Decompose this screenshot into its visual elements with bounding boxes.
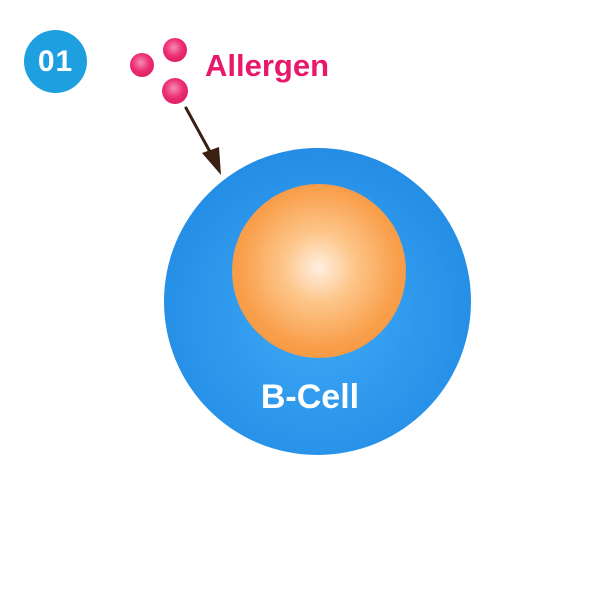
allergen-particle xyxy=(162,78,188,104)
allergen-particle xyxy=(130,53,154,77)
allergen-label: Allergen xyxy=(205,48,330,83)
step-badge: 01 xyxy=(24,30,87,93)
allergen-particle xyxy=(163,38,187,62)
b-cell-label: B-Cell xyxy=(260,378,360,416)
b-cell-nucleus xyxy=(232,184,406,358)
arrow-head xyxy=(202,147,221,175)
step-number: 01 xyxy=(37,44,74,78)
arrow-shaft xyxy=(184,106,211,152)
